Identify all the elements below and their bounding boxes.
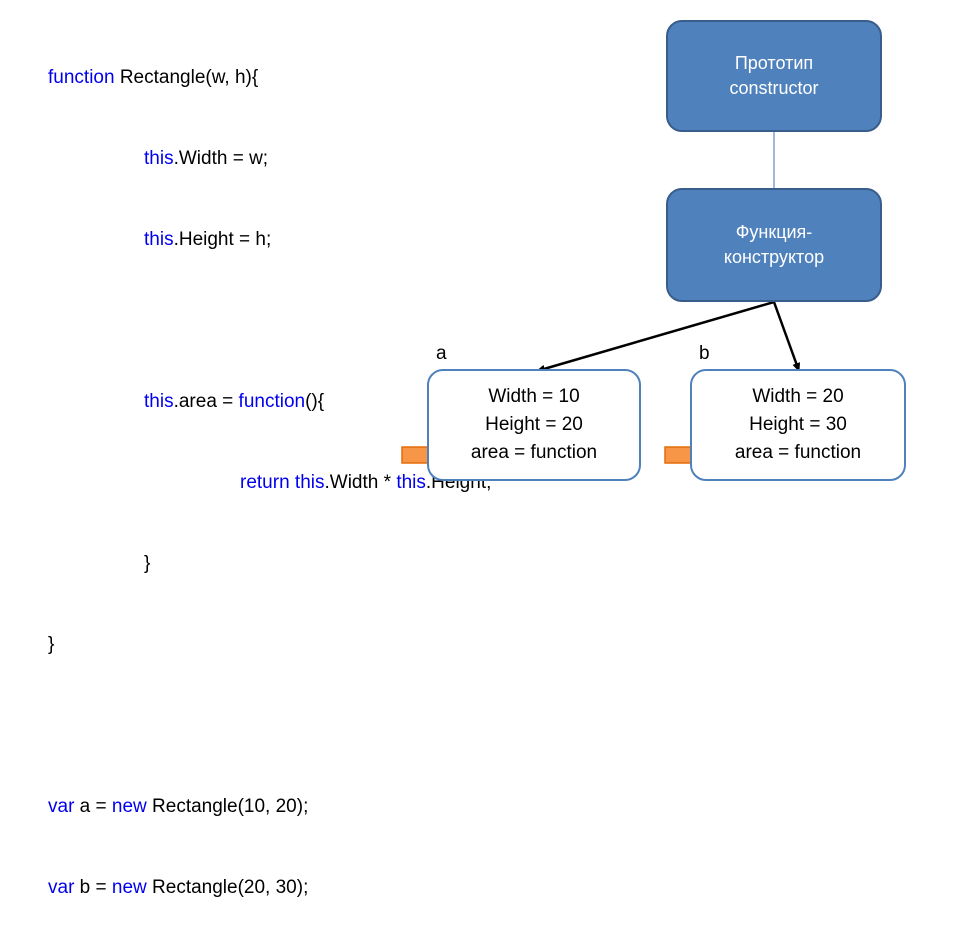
object-a-label: a [436, 343, 447, 364]
code-keyword: this [144, 148, 174, 169]
code-line: this.Height = h; [48, 226, 491, 253]
code-blank-line [48, 712, 491, 739]
constructor-title-line2: конструктор [723, 247, 825, 267]
code-keyword: var [48, 877, 75, 898]
code-text: } [48, 634, 55, 655]
object-a-area: area = function [470, 442, 598, 463]
code-keyword: new [111, 877, 147, 898]
prototype-node: Прототип constructor [666, 20, 882, 132]
code-keyword: this [144, 229, 174, 250]
constructor-title-line1: Функция- [735, 222, 813, 242]
object-b-height: Height = 30 [749, 414, 847, 435]
code-keyword: this [396, 472, 426, 493]
code-text: } [144, 553, 151, 574]
code-keyword: function [48, 67, 115, 88]
code-text: Rectangle(20, 30); [146, 877, 309, 898]
code-keyword: var [48, 796, 75, 817]
code-text: .Width = w; [173, 148, 269, 169]
code-line: var b = new Rectangle(20, 30); [48, 874, 491, 901]
prototype-subtitle: constructor [729, 78, 819, 98]
object-b-box: Width = 20 Height = 30 area = function [690, 369, 906, 481]
code-keyword: return [240, 472, 290, 493]
code-line: } [48, 631, 491, 658]
code-keyword: function [238, 391, 306, 412]
constructor-node: Функция- конструктор [666, 188, 882, 302]
code-text: .Height = h; [173, 229, 272, 250]
arrow-to-b [772, 301, 801, 372]
object-a-box: Width = 10 Height = 20 area = function [427, 369, 641, 481]
code-keyword: new [111, 796, 147, 817]
code-line: var a = new Rectangle(10, 20); [48, 793, 491, 820]
code-text: .Width * [324, 472, 397, 493]
arrow-to-a [536, 300, 775, 373]
code-text: (){ [305, 391, 325, 412]
object-b-area: area = function [734, 442, 862, 463]
object-b-width: Width = 20 [752, 386, 844, 407]
code-keyword: this [294, 472, 325, 493]
code-text: b = [74, 877, 112, 898]
code-text: Rectangle(10, 20); [146, 796, 309, 817]
prototype-title: Прототип [734, 53, 814, 73]
code-text: Rectangle(w, h){ [114, 67, 259, 88]
code-line: } [48, 550, 491, 577]
code-line: this.area = function(){ [48, 388, 491, 415]
code-line: function Rectangle(w, h){ [48, 64, 491, 91]
code-line: this.Width = w; [48, 145, 491, 172]
code-keyword: this [144, 391, 174, 412]
code-text: .area = [173, 391, 239, 412]
object-a-width: Width = 10 [488, 386, 580, 407]
object-a-height: Height = 20 [485, 414, 583, 435]
object-b-label: b [699, 343, 710, 364]
code-text: a = [74, 796, 112, 817]
